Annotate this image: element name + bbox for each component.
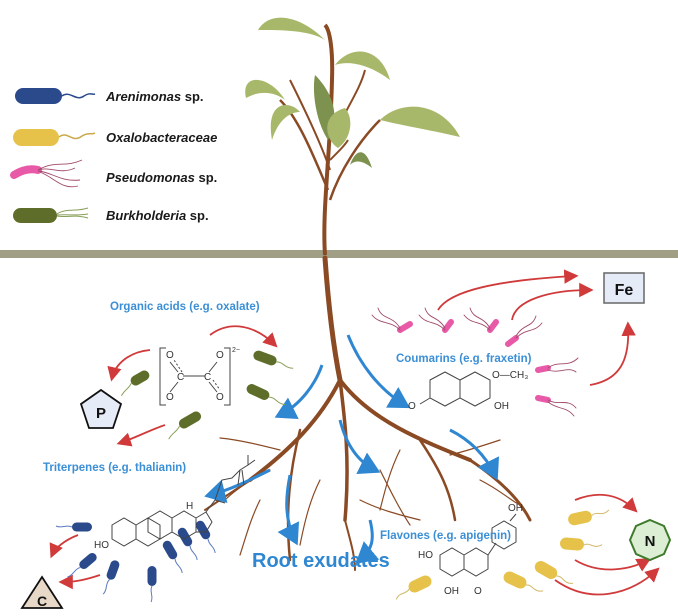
nutrient-arrow [574, 493, 638, 513]
burkholderia-cells [120, 350, 294, 440]
iron-label: Fe [615, 282, 634, 299]
label-organic-acids: Organic acids (e.g. oxalate) [110, 301, 260, 313]
exudate-arrow [277, 474, 300, 546]
legend-burkholderia-suffix: sp. [186, 208, 209, 223]
oxalate-structure [159, 347, 231, 406]
pseudomonas-icon [10, 159, 83, 188]
iron-badge: Fe [603, 272, 645, 304]
exudate-arrow [338, 419, 381, 475]
legend-oxalobacteraceae-name: Oxalobacteraceae [106, 130, 218, 145]
coumarin-hydroxyl: OH [494, 401, 509, 412]
coumarin-structure [419, 371, 491, 407]
label-flavones: Flavones (e.g. apigenin) [380, 530, 511, 542]
legend-arenimonas-name: Arenimonas [106, 89, 182, 104]
flavone-hydroxyl: OH [508, 503, 523, 514]
nitrogen-badge: N [628, 518, 672, 562]
flavone-ho: HO [418, 550, 433, 561]
ground-line [0, 250, 678, 258]
flavone-carbonyl: O [474, 586, 482, 597]
label-triterpenes: Triterpenes (e.g. thalianin) [43, 462, 187, 474]
legend-oxalobacteraceae: Oxalobacteraceae [106, 130, 217, 145]
nutrient-arrow [209, 325, 278, 348]
label-coumarins: Coumarins (e.g. fraxetin) [396, 353, 532, 365]
flavone-hydroxyl-bottom: OH [444, 586, 459, 597]
leaf [350, 152, 372, 168]
nutrient-arrow [49, 534, 79, 559]
coumarin-methoxy: O—CH₃ [492, 370, 528, 381]
legend-arenimonas: Arenimonas sp. [106, 89, 204, 104]
nutrient-arrow [554, 567, 660, 596]
nutrient-arrow [58, 574, 101, 590]
label-root-exudates: Root exudates [252, 550, 390, 572]
legend-pseudomonas-suffix: sp. [194, 170, 218, 185]
leaf [245, 79, 285, 100]
arenimonas-icon [15, 88, 96, 104]
leaf [380, 106, 460, 137]
oxalate-charge: 2− [232, 347, 240, 354]
triterpene-hydroxyl: HO [94, 540, 109, 551]
exudate-arrow [346, 334, 411, 409]
oxalate-c: C [204, 372, 211, 383]
leaf [327, 108, 351, 148]
legend-pseudomonas: Pseudomonas sp. [106, 170, 217, 185]
phosphorus-badge: P [79, 388, 123, 429]
exudate-arrow [449, 428, 500, 481]
exudate-arrows [204, 334, 500, 564]
oxalate-o: O [216, 350, 224, 361]
phosphorus-label: P [96, 405, 106, 422]
carbon-label: C [37, 593, 47, 609]
flavone-structure [439, 513, 517, 577]
nutrient-arrow [589, 321, 636, 386]
leaf [335, 51, 390, 80]
legend-icons [10, 88, 96, 223]
oxalobacteraceae-icon [13, 129, 96, 146]
oxalate-o: O [216, 392, 224, 403]
triterpene-h: H [186, 501, 193, 512]
burkholderia-icon [13, 207, 89, 223]
leaf [258, 17, 325, 40]
leaf [270, 105, 300, 140]
legend-burkholderia-name: Burkholderia [106, 208, 187, 223]
exudate-arrow [274, 364, 324, 420]
oxalate-c: C [177, 372, 184, 383]
triterpene-structure [111, 455, 256, 547]
oxalate-o: O [166, 392, 174, 403]
plant-shoot [245, 17, 460, 256]
nutrient-arrow [574, 558, 652, 572]
oxalobacteraceae-cells [395, 509, 610, 600]
exudate-arrow [355, 519, 380, 564]
nutrient-arrow [107, 349, 151, 382]
exudate-arrow [204, 468, 271, 503]
nitrogen-label: N [645, 533, 656, 550]
legend-arenimonas-suffix: sp. [181, 89, 204, 104]
oxalate-o: O [166, 350, 174, 361]
legend-pseudomonas-name: Pseudomonas [106, 170, 195, 185]
nutrient-arrow [437, 269, 579, 311]
nutrient-arrow [511, 282, 594, 321]
nutrient-arrow [116, 424, 166, 447]
pseudomonas-cells [371, 307, 579, 417]
legend-burkholderia: Burkholderia sp. [106, 208, 209, 223]
coumarin-carbonyl: O [408, 401, 416, 412]
arenimonas-cells [55, 520, 216, 603]
carbon-badge: C [20, 575, 64, 609]
nutrient-arrows [49, 269, 660, 596]
